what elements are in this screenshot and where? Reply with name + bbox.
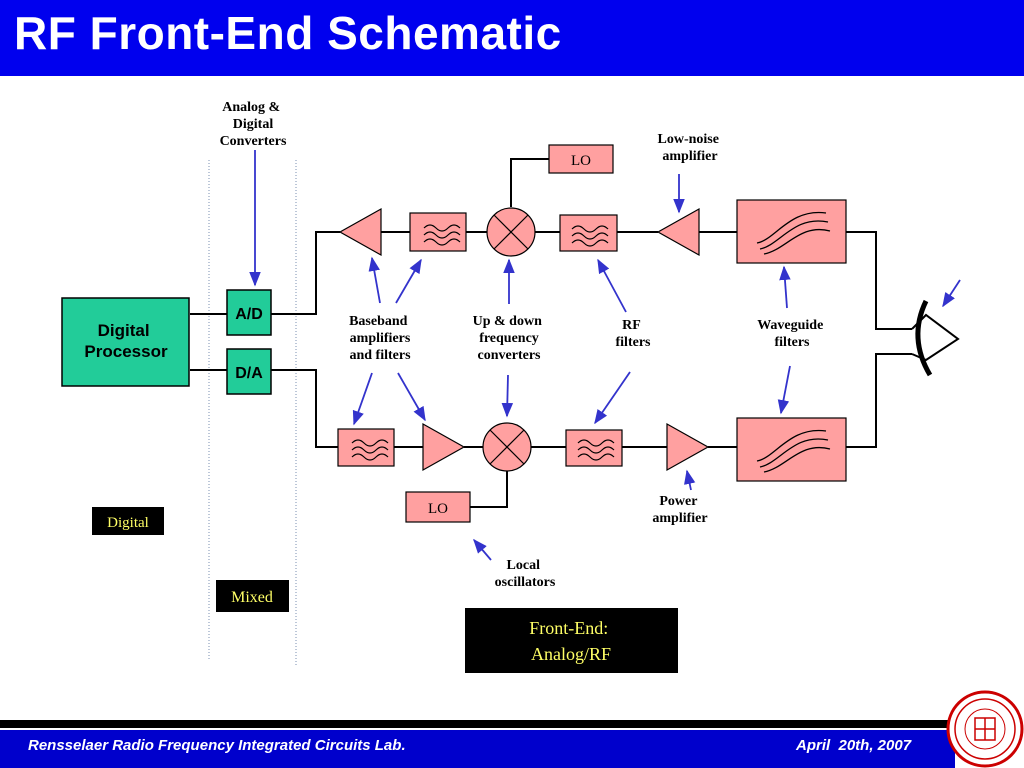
updown-label-text-line-3: converters	[478, 348, 542, 363]
digital-tag: Digital	[107, 515, 149, 531]
ad-converter-label: A/D	[235, 306, 263, 323]
power-amplifier	[666, 422, 710, 472]
rx-baseband-filter	[409, 212, 467, 252]
low-noise-amplifier	[656, 207, 700, 257]
waveguide-filter-icon	[756, 211, 831, 255]
lo-top-label: LO	[571, 153, 591, 169]
rf-filters-label: RF filters	[616, 318, 652, 350]
digital-processor-block	[61, 297, 190, 387]
da-converter-block	[226, 348, 272, 395]
rx-baseband-amplifier	[338, 207, 382, 257]
baseband-label-text: Baseband	[349, 314, 408, 329]
waveguide-label: Waveguide filters	[757, 318, 827, 350]
antenna-icon	[911, 299, 960, 377]
updown-label-text-line-2: frequency	[479, 331, 539, 346]
tx-rf-filter	[565, 429, 623, 467]
adc-label-text: Analog &	[222, 100, 280, 115]
frontend-tag: Front-End: Analog/RF	[529, 618, 613, 664]
updown-label: Up & down frequency converters	[473, 314, 546, 363]
da-converter-label: D/A	[235, 365, 263, 382]
waveguide-label-text-line-2: filters	[775, 335, 811, 350]
lo-bottom-block	[405, 491, 471, 523]
lna-label-text-line-2: amplifier	[662, 149, 717, 164]
lna-label: Low-noise amplifier	[658, 132, 723, 164]
adc-label-text-line-3: Converters	[220, 134, 287, 149]
filter-wave-icon	[571, 225, 609, 247]
frontend-tag-box	[465, 608, 678, 673]
footer-band	[0, 730, 955, 768]
baseband-label-text-line-3: and filters	[349, 348, 411, 363]
digital-processor-label: Digital Processor	[84, 321, 168, 361]
title-bar: RF Front-End Schematic	[0, 0, 1024, 76]
mixed-tag: Mixed	[231, 589, 273, 606]
frontend-tag-text: Front-End:	[529, 618, 608, 638]
rf-filters-label-text-line-2: filters	[616, 335, 652, 350]
signal-wires	[190, 158, 912, 508]
ad-converter-block	[226, 289, 272, 336]
tx-waveguide-filter	[736, 417, 847, 482]
lo-top-block	[548, 144, 614, 174]
slide-title: RF Front-End Schematic	[14, 7, 562, 59]
baseband-label-text-line-2: amplifiers	[350, 331, 411, 346]
mixer-cross-icon	[493, 214, 529, 250]
waveguide-filter-icon	[756, 429, 831, 473]
lo-bottom-label: LO	[428, 501, 448, 517]
filter-wave-icon	[423, 224, 461, 246]
local-osc-label-text-line-2: oscillators	[495, 575, 556, 590]
rpi-seal-icon	[946, 690, 1024, 768]
annotation-arrows	[249, 150, 961, 561]
waveguide-label-text: Waveguide	[757, 318, 823, 333]
footer-lab-name: Rensselaer Radio Frequency Integrated Ci…	[28, 737, 406, 754]
lna-label-text: Low-noise	[658, 132, 719, 147]
digital-tag-box	[92, 507, 164, 535]
mixed-tag-box	[216, 580, 289, 612]
rf-filters-label-text: RF	[622, 318, 640, 333]
updown-label-text: Up & down	[473, 314, 542, 329]
filter-wave-icon	[577, 439, 615, 461]
digital-processor-text: Digital	[98, 321, 150, 340]
power-amp-label: Power amplifier	[652, 494, 707, 526]
rx-waveguide-filter	[736, 199, 847, 264]
footer-divider	[0, 720, 955, 728]
adc-label-text-line-2: Digital	[233, 117, 274, 132]
tx-baseband-amplifier	[422, 422, 466, 472]
power-amp-label-text: Power	[659, 494, 697, 509]
power-amp-label-text-line-2: amplifier	[652, 511, 707, 526]
local-osc-label-text: Local	[507, 558, 541, 573]
baseband-label: Baseband amplifiers and filters	[349, 314, 411, 363]
footer-date: April 20th, 2007	[796, 737, 912, 754]
filter-wave-icon	[351, 439, 389, 461]
digital-processor-text-line-2: Processor	[84, 342, 168, 361]
frontend-tag-text-line-2: Analog/RF	[531, 644, 611, 664]
mixer-cross-icon	[489, 429, 525, 465]
local-osc-label: Local oscillators	[495, 558, 556, 590]
rx-rf-filter	[559, 214, 618, 252]
